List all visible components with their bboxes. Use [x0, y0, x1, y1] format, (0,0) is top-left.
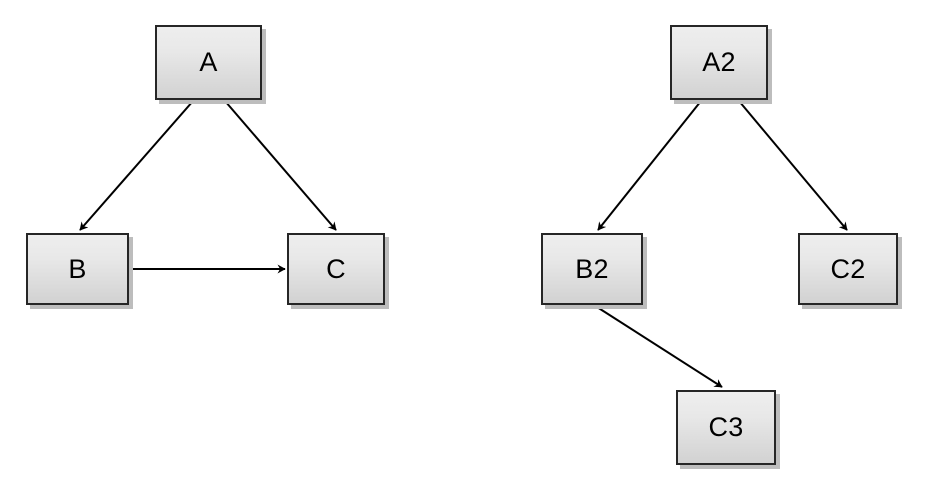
node-c3[interactable]: C3 — [676, 390, 776, 465]
node-c[interactable]: C — [287, 233, 385, 305]
node-b2[interactable]: B2 — [541, 233, 643, 305]
node-label: A — [199, 47, 218, 77]
edge-a2-to-b2 — [597, 100, 702, 231]
node-label: C — [326, 253, 346, 284]
node-label: B — [68, 253, 87, 284]
node-a[interactable]: A — [155, 25, 262, 100]
edge-a2-to-c2 — [738, 100, 848, 231]
edge-a-to-c — [224, 100, 337, 231]
node-b[interactable]: B — [26, 233, 129, 305]
edge-b2-to-c3 — [596, 306, 723, 388]
node-label: C2 — [830, 253, 866, 284]
edge-a-to-b — [79, 100, 194, 231]
node-c2[interactable]: C2 — [798, 233, 898, 305]
node-label: A2 — [702, 47, 736, 77]
edges-group — [79, 100, 848, 388]
node-label: C3 — [708, 412, 744, 442]
node-label: B2 — [575, 253, 609, 284]
node-a2[interactable]: A2 — [670, 25, 768, 100]
